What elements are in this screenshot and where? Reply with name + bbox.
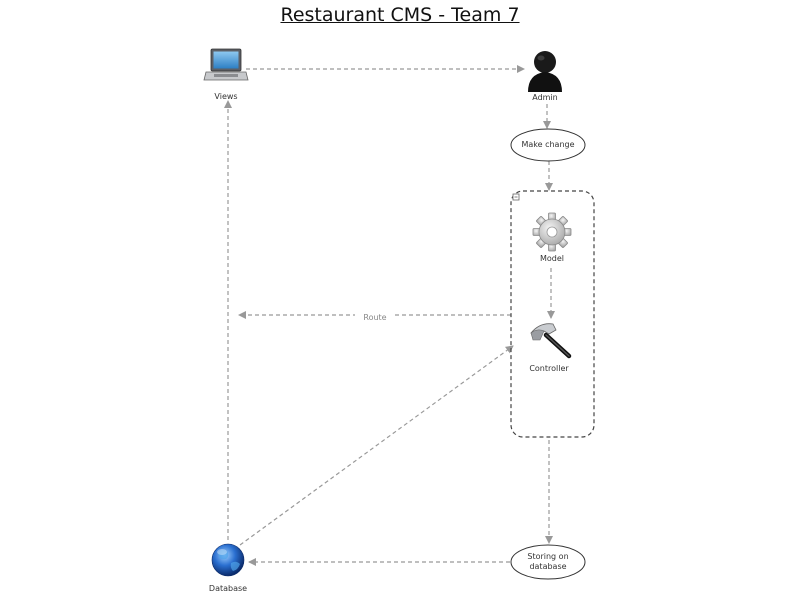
laptop-icon[interactable] <box>203 48 249 81</box>
mvc-group-container[interactable] <box>510 190 595 438</box>
database-label: Database <box>208 584 248 593</box>
admin-label: Admin <box>532 93 558 102</box>
hammer-icon[interactable] <box>530 323 572 359</box>
controller-label: Controller <box>529 364 569 373</box>
make-change-label: Make change <box>521 140 575 149</box>
views-label: Views <box>214 92 238 101</box>
admin-user-icon[interactable] <box>528 51 562 92</box>
diagram-title: Restaurant CMS - Team 7 <box>280 4 520 26</box>
storing-on-database-node[interactable] <box>510 544 586 580</box>
make-change-node[interactable] <box>510 128 586 162</box>
storing-label-line2: database <box>529 562 567 571</box>
gear-icon[interactable] <box>532 212 572 252</box>
globe-icon[interactable] <box>211 543 245 577</box>
storing-label-line1: Storing on <box>527 552 569 561</box>
route-label: Route <box>355 313 395 322</box>
edge-database-controller <box>239 345 514 546</box>
model-label: Model <box>539 254 565 263</box>
